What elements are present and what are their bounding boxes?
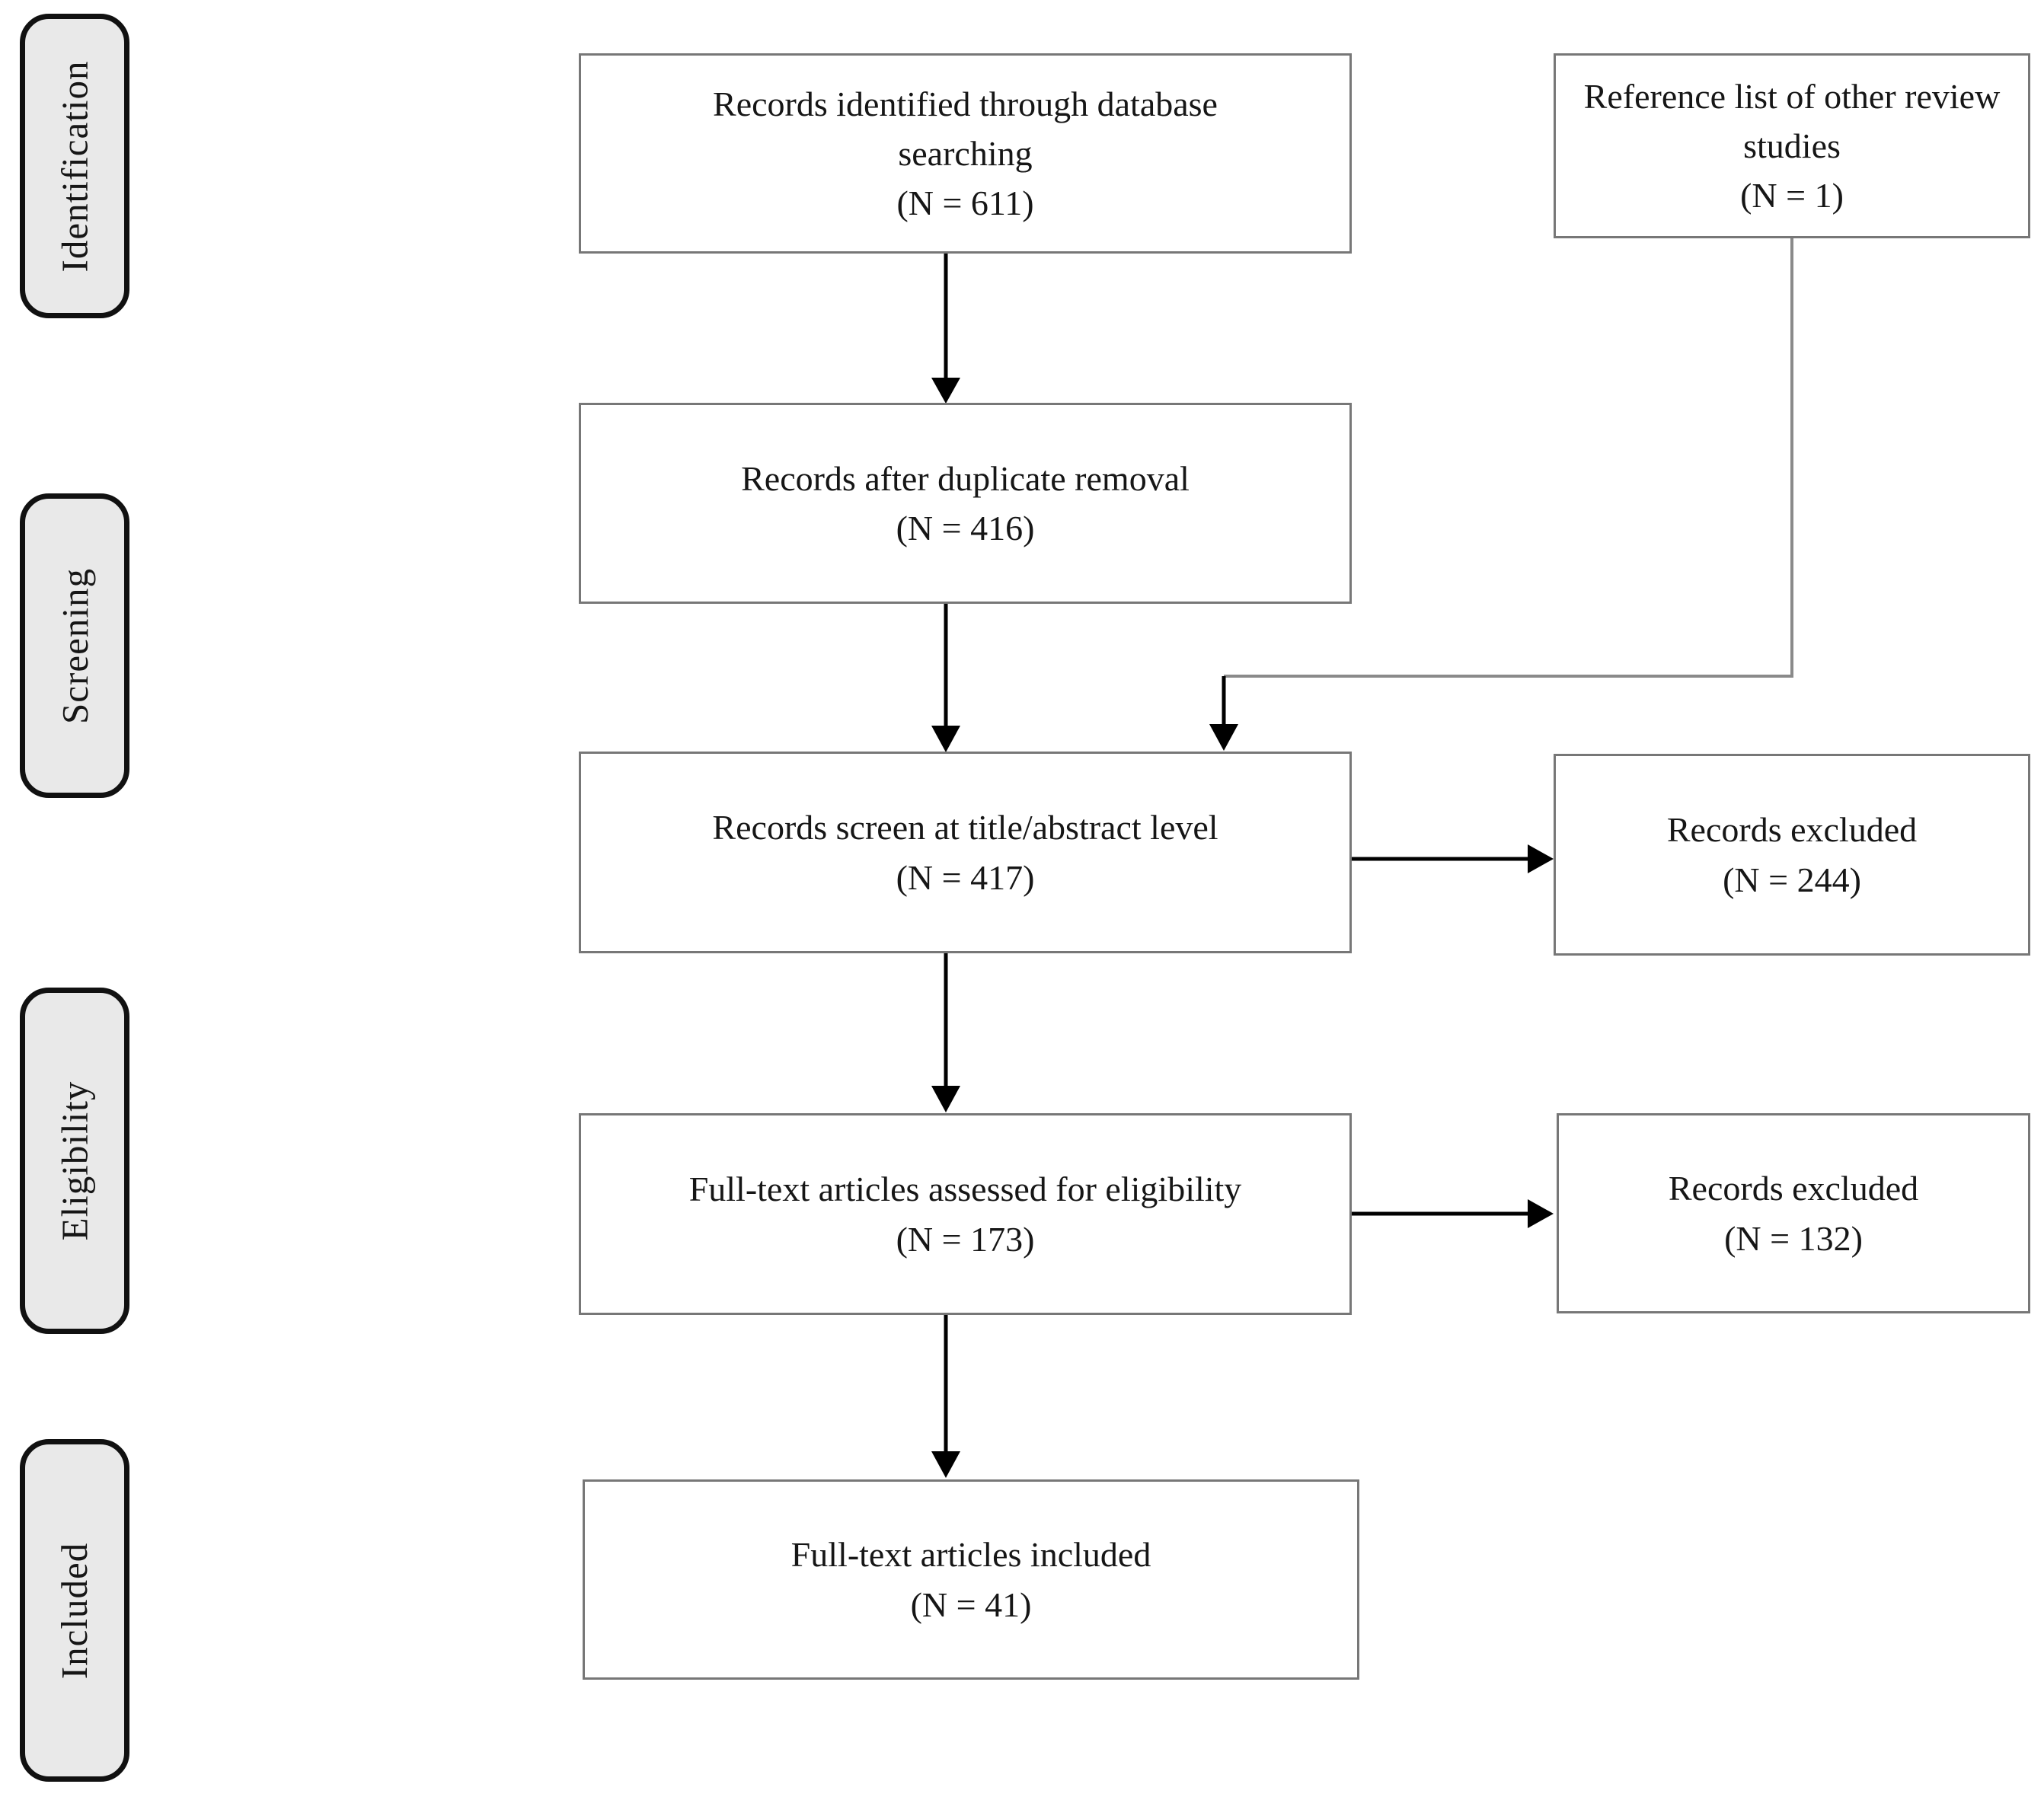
node-reference-list-count: (N = 1) xyxy=(1740,176,1844,215)
arrow-deduplicated-to-screened xyxy=(931,604,960,752)
stage-label-screening-text: Screening xyxy=(53,567,96,724)
node-reference-list: Reference list of other review studies (… xyxy=(1554,53,2030,238)
arrow-fulltext-to-included xyxy=(931,1315,960,1478)
node-records-identified-label: Records identified through database sear… xyxy=(713,84,1218,173)
node-excluded-screening-count: (N = 244) xyxy=(1723,860,1861,899)
arrow-screened-to-fulltext xyxy=(931,953,960,1112)
node-fulltext-assessed-label: Full-text articles assessed for eligibil… xyxy=(688,1170,1242,1209)
node-fulltext-assessed-count: (N = 173) xyxy=(896,1219,1035,1259)
arrow-screened-to-excluded xyxy=(1352,844,1554,873)
node-fulltext-included-count: (N = 41) xyxy=(910,1585,1032,1624)
node-records-identified-count: (N = 611) xyxy=(896,184,1034,223)
stage-label-included-text: Included xyxy=(53,1542,96,1679)
stage-label-included: Included xyxy=(20,1439,129,1782)
stage-label-screening: Screening xyxy=(20,493,129,798)
node-records-screened-count: (N = 417) xyxy=(896,857,1035,897)
node-records-identified: Records identified through database sear… xyxy=(579,53,1352,254)
stage-label-eligibility: Eligibility xyxy=(20,988,129,1334)
node-duplicates-removed: Records after duplicate removal (N = 416… xyxy=(579,403,1352,604)
arrow-reference-list-to-screened xyxy=(1209,676,1238,751)
node-duplicates-removed-label: Records after duplicate removal xyxy=(741,458,1190,498)
node-excluded-screening: Records excluded (N = 244) xyxy=(1554,754,2030,956)
node-records-screened-label: Records screen at title/abstract level xyxy=(712,808,1218,847)
node-excluded-fulltext: Records excluded (N = 132) xyxy=(1557,1113,2030,1313)
arrow-identified-to-deduplicated xyxy=(931,254,960,404)
node-excluded-fulltext-label: Records excluded xyxy=(1668,1169,1919,1208)
stage-label-eligibility-text: Eligibility xyxy=(53,1080,96,1241)
node-excluded-fulltext-count: (N = 132) xyxy=(1724,1218,1863,1258)
node-reference-list-label: Reference list of other review studies xyxy=(1583,76,2001,165)
node-fulltext-included-label: Full-text articles included xyxy=(790,1535,1151,1575)
arrow-fulltext-to-excluded xyxy=(1352,1199,1554,1228)
node-fulltext-included: Full-text articles included (N = 41) xyxy=(583,1479,1359,1680)
node-records-screened: Records screen at title/abstract level (… xyxy=(579,752,1352,953)
stage-label-identification-text: Identification xyxy=(53,60,96,272)
node-fulltext-assessed: Full-text articles assessed for eligibil… xyxy=(579,1113,1352,1315)
stage-label-identification: Identification xyxy=(20,14,129,318)
node-excluded-screening-label: Records excluded xyxy=(1666,810,1918,850)
node-duplicates-removed-count: (N = 416) xyxy=(896,509,1035,547)
